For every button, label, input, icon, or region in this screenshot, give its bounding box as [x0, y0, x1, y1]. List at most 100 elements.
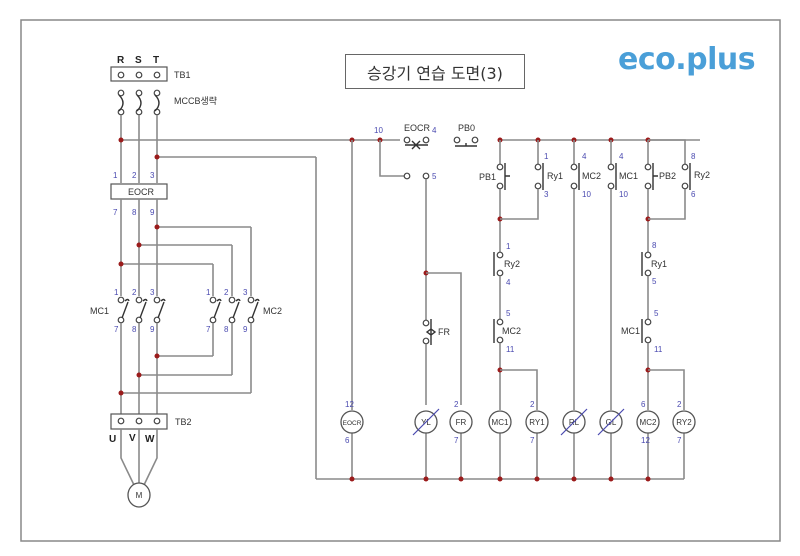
svg-text:8: 8 — [224, 325, 229, 334]
coil-mc1: MC1 — [488, 410, 512, 482]
drawing-title: 승강기 연습 도면(3) — [345, 54, 525, 89]
coil-ry1: RY1 2 7 — [525, 400, 549, 482]
svg-text:2: 2 — [224, 288, 229, 297]
svg-text:4: 4 — [619, 152, 624, 161]
svg-text:8: 8 — [132, 325, 137, 334]
ry1-interlock-label: Ry1 — [651, 259, 667, 269]
load-label: MC2 — [640, 418, 657, 427]
mc2-aux-label: MC2 — [582, 171, 601, 181]
svg-text:3: 3 — [544, 190, 549, 199]
junction-dot — [571, 476, 577, 482]
junction-dot — [534, 476, 540, 482]
svg-text:10: 10 — [619, 190, 628, 199]
lamp-gl: GL — [597, 408, 625, 482]
load-top-number: 2 — [454, 400, 459, 409]
coil-mc2: MC2 6 12 — [636, 400, 660, 482]
pb0-label: PB0 — [458, 123, 475, 133]
fr-contact-label: FR — [438, 327, 450, 337]
lamp-rl: RL — [560, 408, 588, 482]
svg-text:5: 5 — [652, 277, 657, 286]
eocr-contact-label: EOCR — [404, 123, 431, 133]
svg-text:1: 1 — [113, 171, 118, 180]
svg-text:2: 2 — [132, 171, 137, 180]
svg-text:5: 5 — [506, 309, 511, 318]
svg-text:4: 4 — [506, 278, 511, 287]
svg-text:2: 2 — [132, 288, 137, 297]
mc2-power-label: MC2 — [263, 306, 282, 316]
svg-text:U: U — [109, 434, 116, 445]
svg-text:9: 9 — [150, 208, 155, 217]
mc1-aux-label: MC1 — [619, 171, 638, 181]
svg-text:5: 5 — [654, 309, 659, 318]
drawing-frame — [20, 19, 781, 542]
phase-r-label: R — [117, 55, 125, 66]
svg-text:3: 3 — [243, 288, 248, 297]
phase-t-label: T — [153, 55, 159, 66]
svg-text:8: 8 — [691, 152, 696, 161]
load-top-number: 12 — [345, 400, 354, 409]
svg-text:1: 1 — [114, 288, 119, 297]
pb2-label: PB2 — [659, 171, 676, 181]
tb1-label: TB1 — [174, 70, 191, 80]
load-bottom-number: 7 — [677, 436, 682, 445]
lamp-yl: YL — [412, 408, 440, 482]
phase-s-label: S — [135, 55, 142, 66]
svg-text:8: 8 — [132, 208, 137, 217]
load-top-number: 6 — [641, 400, 646, 409]
mc1-main-contacts — [117, 296, 166, 324]
mccb-label: MCCB생략 — [174, 95, 217, 106]
mc2-interlock-label: MC2 — [502, 326, 521, 336]
tb2-label: TB2 — [175, 417, 192, 427]
svg-text:3: 3 — [150, 288, 155, 297]
svg-text:7: 7 — [113, 208, 118, 217]
junction-dot — [497, 476, 503, 482]
junction-dot — [423, 476, 429, 482]
load-label: EOCR — [343, 420, 362, 427]
svg-text:4: 4 — [582, 152, 587, 161]
mc2-main-contacts — [209, 296, 260, 324]
load-label: MC1 — [492, 418, 509, 427]
load-bottom-number: 7 — [530, 436, 535, 445]
mccb-breakers — [117, 89, 161, 116]
ry1-hold-label: Ry1 — [547, 171, 563, 181]
load-bottom-number: 6 — [345, 436, 350, 445]
load-top-number: 2 — [677, 400, 682, 409]
svg-text:4: 4 — [432, 126, 437, 135]
load-top-number: 2 — [530, 400, 535, 409]
motor — [127, 482, 151, 508]
ry2-interlock-label: Ry2 — [504, 259, 520, 269]
junction-dot — [458, 476, 464, 482]
power-circuit: R S T TB1 MCCB생략 1 2 3 EOCR 7 8 — [90, 55, 700, 508]
mc1-power-label: MC1 — [90, 306, 109, 316]
lamp-slash-icon — [597, 408, 625, 436]
svg-text:1: 1 — [544, 152, 549, 161]
svg-text:10: 10 — [374, 126, 383, 135]
svg-text:5: 5 — [432, 172, 437, 181]
junction-dot — [349, 476, 355, 482]
svg-text:11: 11 — [654, 345, 663, 354]
lamp-slash-icon — [560, 408, 588, 436]
load-label: RY2 — [676, 418, 692, 427]
svg-text:9: 9 — [243, 325, 248, 334]
load-bottom-number: 12 — [641, 436, 650, 445]
svg-text:1: 1 — [206, 288, 211, 297]
svg-text:7: 7 — [114, 325, 119, 334]
load-label: FR — [456, 418, 467, 427]
svg-text:W: W — [145, 434, 155, 445]
pb1-label: PB1 — [479, 172, 496, 182]
eocr-block-label: EOCR — [128, 187, 155, 197]
svg-text:V: V — [129, 433, 136, 444]
svg-text:7: 7 — [206, 325, 211, 334]
lamp-slash-icon — [412, 408, 440, 436]
coil-eocr: EOCR 12 6 — [340, 400, 364, 482]
svg-text:3: 3 — [150, 171, 155, 180]
motor-label: M — [136, 491, 143, 500]
svg-text:1: 1 — [506, 242, 511, 251]
brand-logo: eco.plus — [618, 42, 756, 77]
load-label: RY1 — [529, 418, 545, 427]
svg-text:6: 6 — [691, 190, 696, 199]
junction-dot — [608, 476, 614, 482]
svg-text:11: 11 — [506, 345, 515, 354]
